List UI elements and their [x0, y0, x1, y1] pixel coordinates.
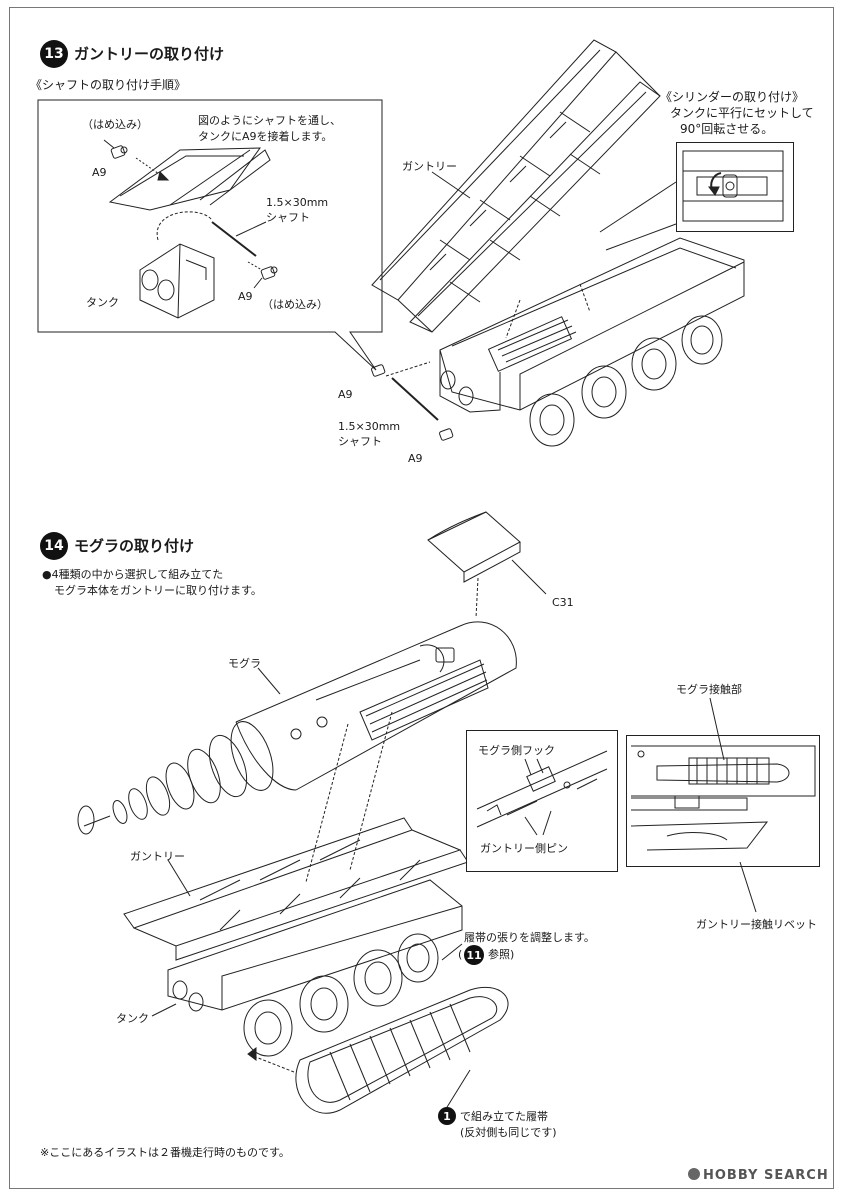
hook-pin-drawing	[476, 750, 608, 836]
step-13-number-badge: 13	[40, 40, 68, 68]
label-hook: モグラ側フック	[478, 744, 555, 757]
label-shaft-main: シャフト	[338, 435, 382, 448]
track-step-1-badge: 1	[438, 1107, 456, 1125]
mogura-body	[235, 621, 517, 791]
label-a9-bottom: A9	[238, 290, 253, 303]
label-pin: ガントリー側ピン	[480, 842, 568, 855]
cylinder-heading: 《シリンダーの取り付け》	[660, 90, 805, 104]
label-a9-main-1: A9	[338, 388, 353, 401]
label-hame-top: （はめ込み）	[82, 118, 148, 131]
step-14-note-line1: ●4種類の中から選択して組み立てた	[42, 568, 224, 581]
gantry-14	[123, 817, 469, 961]
cylinder-rotation-drawing	[682, 150, 784, 222]
label-shaft-size-main: 1.5×30mm	[338, 420, 401, 433]
step-13-title: ガントリーの取り付け	[74, 45, 225, 63]
step-13-number: 13	[44, 46, 64, 62]
label-mogura: モグラ	[228, 657, 261, 670]
track-part	[295, 986, 509, 1114]
step-14-number-badge: 14	[40, 532, 68, 560]
a9-part-icon-main-2	[439, 428, 454, 441]
track-step-1-number: 1	[443, 1109, 451, 1123]
step-14-number: 14	[44, 538, 64, 554]
rotate-arrow-icon	[708, 186, 720, 196]
label-shaft-inset: シャフト	[266, 211, 310, 224]
road-wheel-icons-14	[243, 933, 439, 1057]
ref-paren-open: (	[458, 948, 463, 961]
c31-cover-part	[427, 511, 521, 583]
ref-text: 参照)	[488, 948, 515, 961]
ref-step-11-number: 11	[466, 948, 482, 962]
shaft-procedure-heading: 《シャフトの取り付け手順》	[30, 78, 187, 92]
ref-step-11-badge: 11	[464, 945, 484, 965]
label-gantry-14: ガントリー	[130, 850, 185, 863]
label-contact: モグラ接触部	[676, 683, 742, 696]
footnote: ※ここにあるイラストは２番機走行時のものです。	[40, 1146, 290, 1159]
step-14-title: モグラの取り付け	[74, 537, 195, 555]
road-wheel-icons	[529, 315, 723, 447]
label-rivet: ガントリー接触リベット	[696, 918, 817, 931]
a9-part-icon-bottom	[260, 266, 278, 280]
track-note-line2: (反対側も同じです)	[460, 1126, 557, 1139]
step-14-note-line2: モグラ本体をガントリーに取り付けます。	[54, 584, 262, 597]
label-tank-inset: タンク	[86, 296, 119, 309]
cylinder-line2: 90°回転させる。	[680, 122, 774, 136]
label-hame-bottom: （はめ込み）	[262, 298, 328, 311]
a9-part-icon-top	[110, 145, 128, 159]
inset-instruction-line1: 図のようにシャフトを通し、	[198, 114, 341, 127]
watermark-text: HOBBY SEARCH	[703, 1168, 829, 1183]
tank-drawing-inset	[139, 243, 215, 319]
a9-part-icon-main-1	[371, 364, 386, 377]
watermark-icon	[688, 1168, 700, 1180]
label-a9-top: A9	[92, 166, 107, 179]
label-gantry-13: ガントリー	[402, 160, 457, 173]
contact-drawing	[630, 745, 816, 851]
inset-instruction-line2: タンクにA9を接着します。	[198, 130, 333, 143]
label-c31: C31	[552, 596, 574, 609]
label-shaft-size-inset: 1.5×30mm	[266, 196, 329, 209]
hook-pin-inset-box	[466, 730, 618, 872]
label-a9-main-2: A9	[408, 452, 423, 465]
track-adjust-note: 履帯の張りを調整します。	[464, 931, 595, 944]
track-note-line1: で組み立てた履帯	[460, 1110, 548, 1123]
cylinder-inset-box	[676, 142, 794, 232]
label-tank-14: タンク	[116, 1012, 149, 1025]
cylinder-line1: タンクに平行にセットして	[670, 106, 814, 120]
mogura-drill	[77, 721, 274, 835]
watermark-logo: HOBBY SEARCH	[688, 1168, 829, 1184]
page-frame	[9, 7, 834, 1189]
